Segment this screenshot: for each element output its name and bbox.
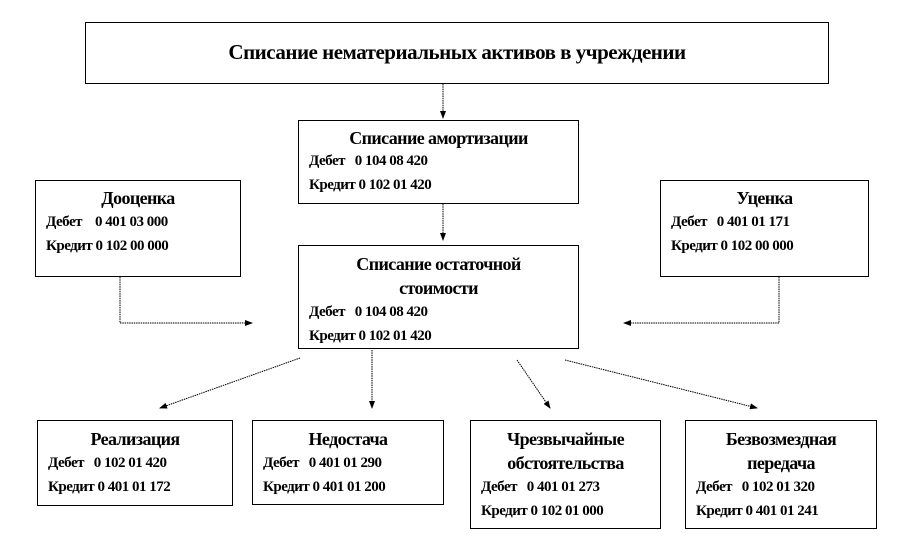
arrow-to-sale — [159, 357, 301, 409]
debit-line: Дебет 0 104 08 420 — [309, 304, 428, 320]
amortization-box: Списание амортизации Дебет 0 104 08 420 … — [298, 120, 579, 204]
residual-value-box: Списание остаточной стоимости Дебет 0 10… — [298, 245, 579, 349]
debit-line: Дебет 0 401 01 290 — [263, 455, 382, 471]
credit-line: Кредит 0 102 01 000 — [481, 503, 604, 519]
box-heading: Списание амортизации — [349, 128, 528, 148]
credit-line: Кредит 0 401 01 172 — [48, 479, 171, 495]
sale-box: Реализация Дебет 0 102 01 420 Кредит 0 4… — [37, 420, 233, 506]
box-heading: Чрезвычайные — [507, 429, 625, 449]
gratuitous-transfer-box: Безвозмездная передача Дебет 0 102 01 32… — [685, 420, 877, 529]
box-heading: Безвозмездная — [725, 429, 837, 449]
box-heading: Уценка — [736, 188, 794, 208]
box-heading: Списание остаточной — [356, 254, 521, 274]
arrow-to-emergency — [516, 359, 551, 409]
debit-line: Дебет 0 102 01 420 — [48, 455, 167, 471]
shortage-box: Недостача Дебет 0 401 01 290 Кредит 0 40… — [252, 420, 444, 505]
revaluation-box: Дооценка Дебет 0 401 03 000 Кредит 0 102… — [35, 180, 241, 277]
markdown-box: Уценка Дебет 0 401 01 171 Кредит 0 102 0… — [660, 180, 869, 277]
credit-line: Кредит 0 401 01 200 — [263, 479, 386, 495]
box-heading-cont: передача — [747, 453, 815, 473]
credit-line: Кредит 0 102 00 000 — [46, 238, 169, 254]
credit-line: Кредит 0 102 00 000 — [671, 238, 794, 254]
credit-line: Кредит 0 401 01 241 — [696, 503, 819, 519]
title-box: Списание нематериальных активов в учрежд… — [85, 22, 829, 84]
debit-line: Дебет 0 401 03 000 — [46, 214, 168, 230]
debit-line: Дебет 0 401 01 273 — [481, 479, 600, 495]
box-heading-cont: стоимости — [399, 278, 478, 298]
credit-line: Кредит 0 102 01 420 — [309, 328, 432, 344]
arrow-revaluation-to-residual — [119, 277, 253, 326]
emergency-box: Чрезвычайные обстоятельства Дебет 0 401 … — [470, 420, 661, 529]
box-heading-cont: обстоятельства — [507, 453, 624, 473]
arrow-to-gratuitous — [564, 359, 758, 410]
debit-line: Дебет 0 104 08 420 — [309, 153, 428, 169]
box-heading: Недостача — [308, 429, 389, 449]
credit-line: Кредит 0 102 01 420 — [309, 177, 432, 193]
diagram-title: Списание нематериальных активов в учрежд… — [228, 40, 686, 64]
box-heading: Реализация — [90, 429, 180, 449]
debit-line: Дебет 0 401 01 171 — [671, 214, 790, 230]
arrow-markdown-to-residual — [623, 277, 780, 326]
box-heading: Дооценка — [101, 188, 175, 208]
debit-line: Дебет 0 102 01 320 — [696, 479, 815, 495]
